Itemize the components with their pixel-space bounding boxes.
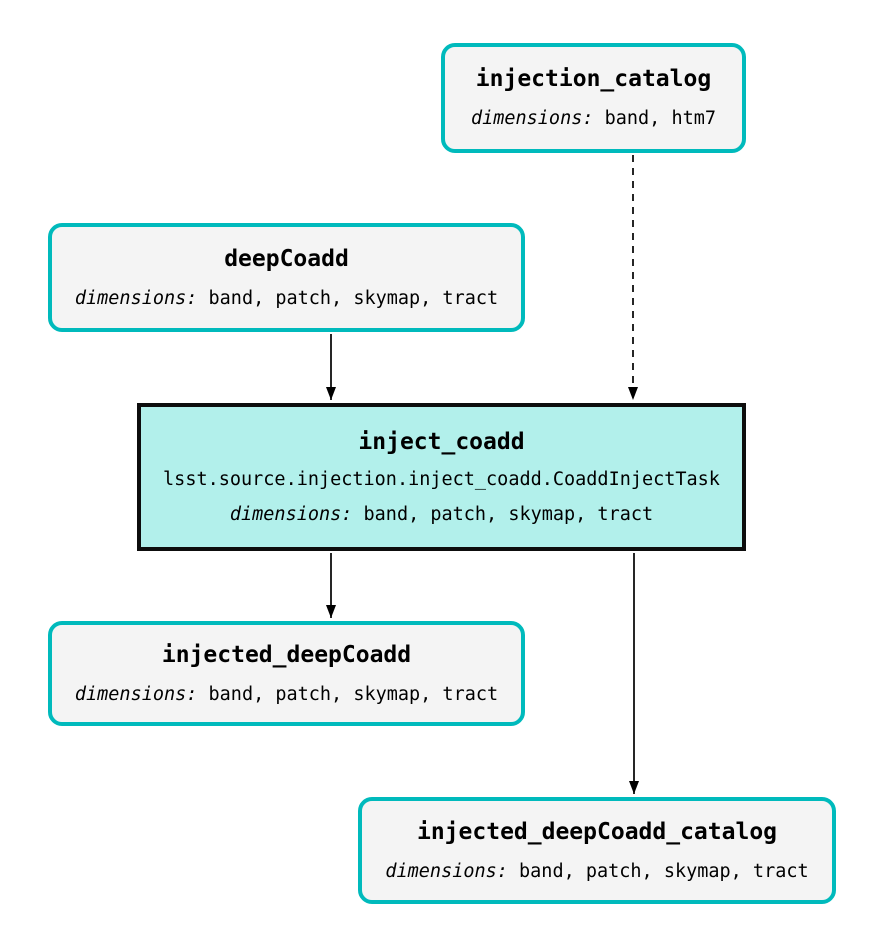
node-inject-coadd-task: inject_coadd lsst.source.injection.injec… [137, 403, 746, 551]
dimensions-values: band, patch, skymap, tract [208, 683, 499, 705]
node-dimensions: dimensions: band, patch, skymap, tract [75, 684, 498, 706]
node-dimensions: dimensions: band, patch, skymap, tract [75, 288, 498, 310]
node-title: inject_coadd [358, 428, 525, 455]
node-injected-deepcoadd: injected_deepCoadd dimensions: band, patc… [48, 621, 525, 726]
node-dimensions: dimensions: band, patch, skymap, tract [385, 861, 808, 883]
dimensions-values: band, htm7 [604, 108, 717, 129]
dimensions-values: band, patch, skymap, tract [208, 287, 499, 309]
task-class-path: lsst.source.injection.inject_coadd.Coadd… [163, 468, 720, 490]
dimensions-values: band, patch, skymap, tract [519, 860, 809, 882]
node-injection-catalog: injection_catalog dimensions: band, htm7 [441, 43, 746, 153]
node-dimensions: dimensions: band, htm7 [471, 108, 716, 130]
node-title: injection_catalog [475, 66, 712, 92]
dimensions-label: dimensions: [385, 860, 508, 882]
node-title: injected_deepCoadd [161, 641, 412, 668]
dimensions-values: band, patch, skymap, tract [363, 503, 654, 525]
dimensions-label: dimensions: [229, 503, 353, 525]
dimensions-label: dimensions: [74, 287, 198, 309]
node-title: deepCoadd [224, 245, 349, 272]
dimensions-label: dimensions: [74, 683, 198, 705]
dimensions-label: dimensions: [470, 108, 594, 129]
node-deepcoadd: deepCoadd dimensions: band, patch, skymap… [48, 223, 525, 332]
node-title: injected_deepCoadd_catalog [416, 818, 778, 845]
node-injected-deepcoadd-catalog: injected_deepCoadd_catalog dimensions: ba… [358, 797, 836, 904]
node-dimensions: dimensions: band, patch, skymap, tract [230, 504, 653, 526]
